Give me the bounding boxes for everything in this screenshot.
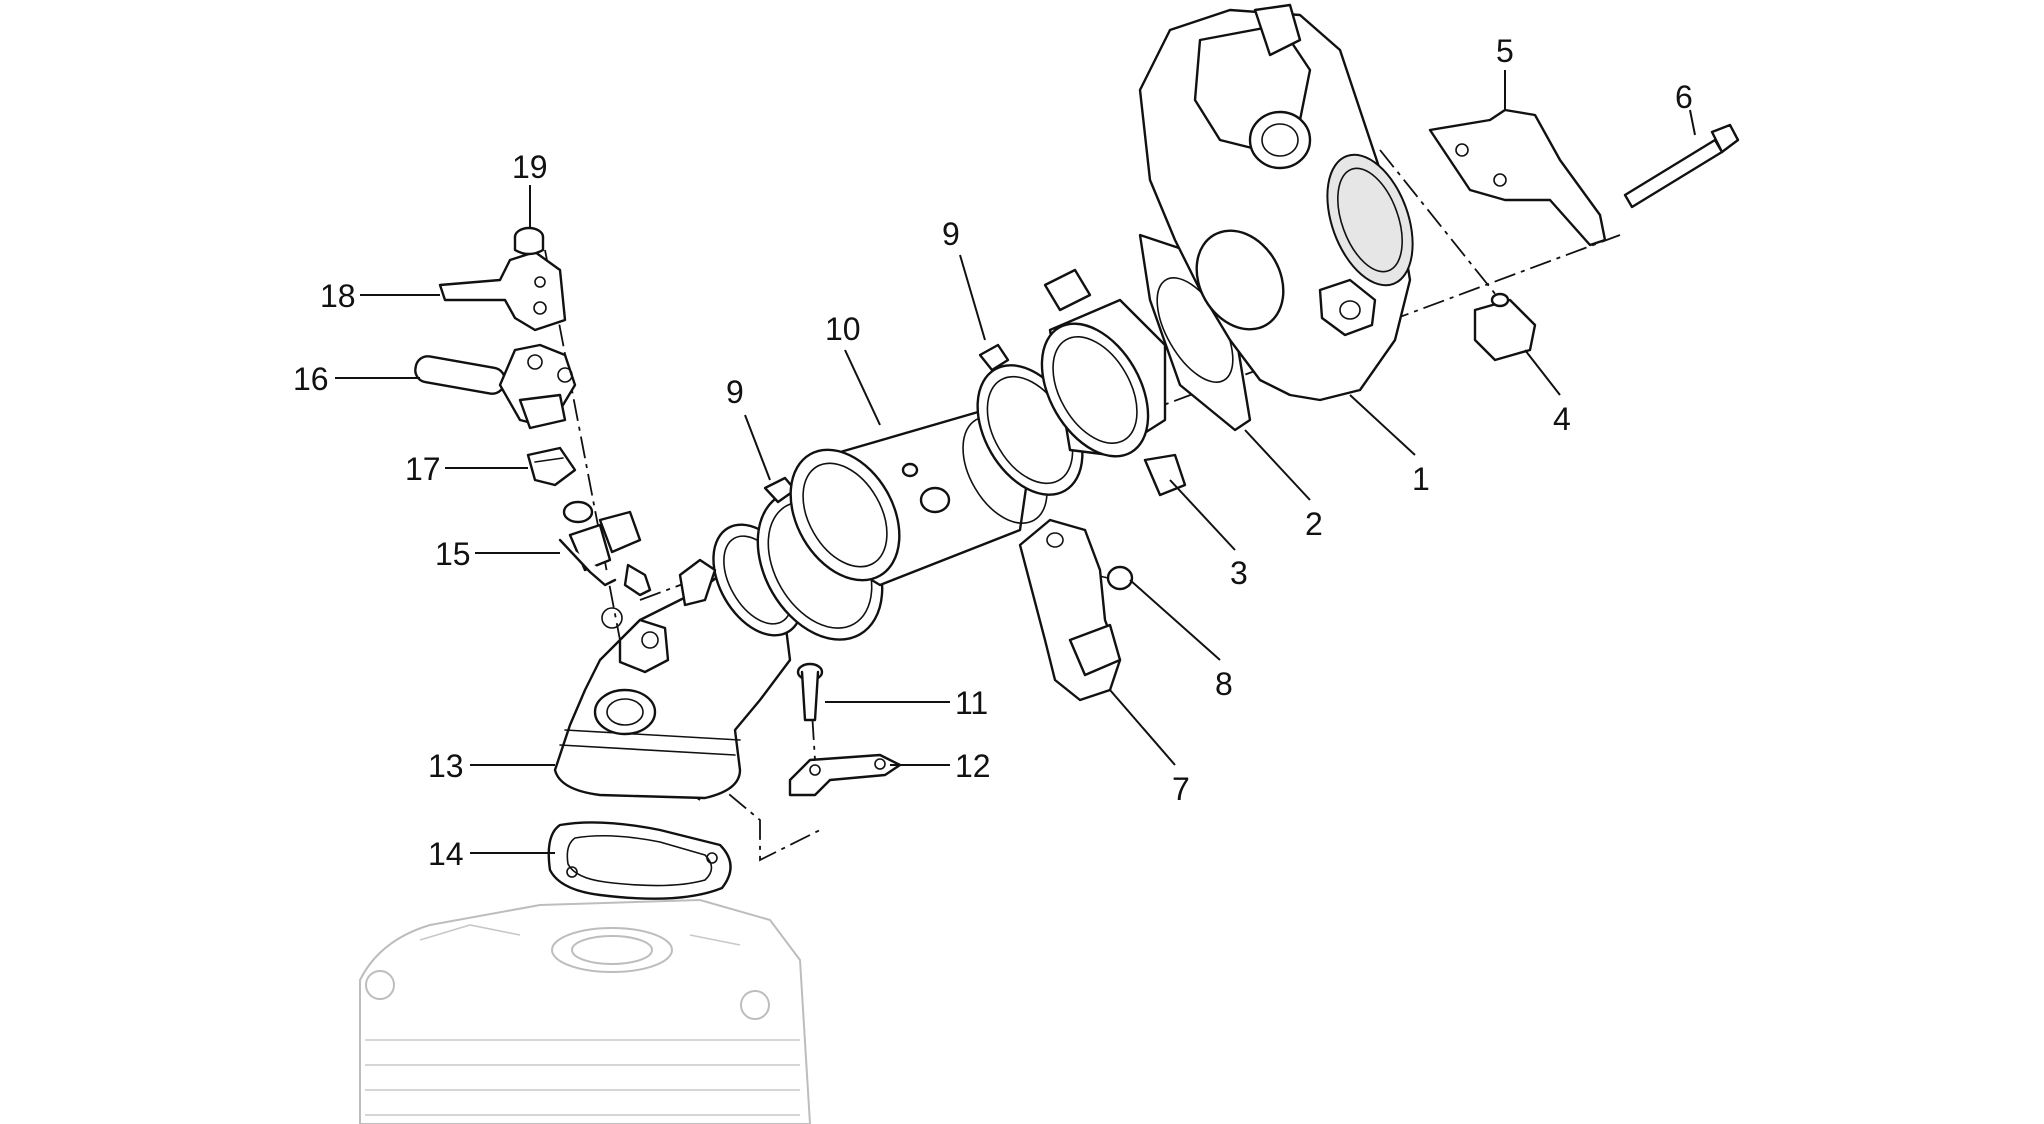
callout-2: 2 — [1305, 506, 1323, 542]
part-3-adapter-flange — [1040, 268, 1187, 497]
callout-3: 3 — [1230, 555, 1248, 591]
callout-5: 5 — [1496, 33, 1514, 69]
leader-lines — [335, 70, 1696, 854]
part-1-throttle-body — [1138, 3, 1414, 402]
callout-8: 8 — [1215, 666, 1233, 702]
part-4-nut-block — [1473, 292, 1537, 362]
callout-12: 12 — [955, 748, 991, 784]
part-17-clip — [526, 446, 577, 487]
callout-1: 1 — [1412, 461, 1430, 497]
part-14-gasket — [547, 821, 732, 900]
callout-9-right: 9 — [942, 216, 960, 252]
callout-19: 19 — [512, 149, 548, 185]
part-16-fuel-rail — [414, 343, 577, 430]
part-6-bolt — [1623, 123, 1740, 209]
part-18-bracket — [438, 250, 567, 332]
callout-16: 16 — [293, 361, 329, 397]
callout-13: 13 — [428, 748, 464, 784]
part-12-bracket — [788, 753, 902, 797]
part-11-screw — [796, 662, 824, 722]
part-13-intake-manifold — [553, 523, 804, 800]
callout-4: 4 — [1553, 401, 1571, 437]
callout-labels: 1 2 3 4 5 6 7 8 9 9 10 11 12 13 14 15 16… — [293, 33, 1693, 872]
cylinder-head-ghost — [359, 899, 811, 1124]
callout-15: 15 — [435, 536, 471, 572]
callout-14: 14 — [428, 836, 464, 872]
part-19-screw — [513, 226, 545, 256]
callout-11: 11 — [955, 685, 988, 721]
callout-17: 17 — [405, 451, 441, 487]
callout-10: 10 — [825, 311, 861, 347]
part-15-injector — [558, 500, 652, 597]
part-8-screw — [1094, 565, 1134, 591]
part-10-rubber-sleeve — [789, 408, 1048, 587]
callout-7: 7 — [1172, 771, 1190, 807]
part-7-sensor — [1018, 518, 1122, 702]
part-5-bracket — [1428, 108, 1607, 247]
callout-9-left: 9 — [726, 374, 744, 410]
callout-6: 6 — [1675, 79, 1693, 115]
callout-18: 18 — [320, 278, 356, 314]
